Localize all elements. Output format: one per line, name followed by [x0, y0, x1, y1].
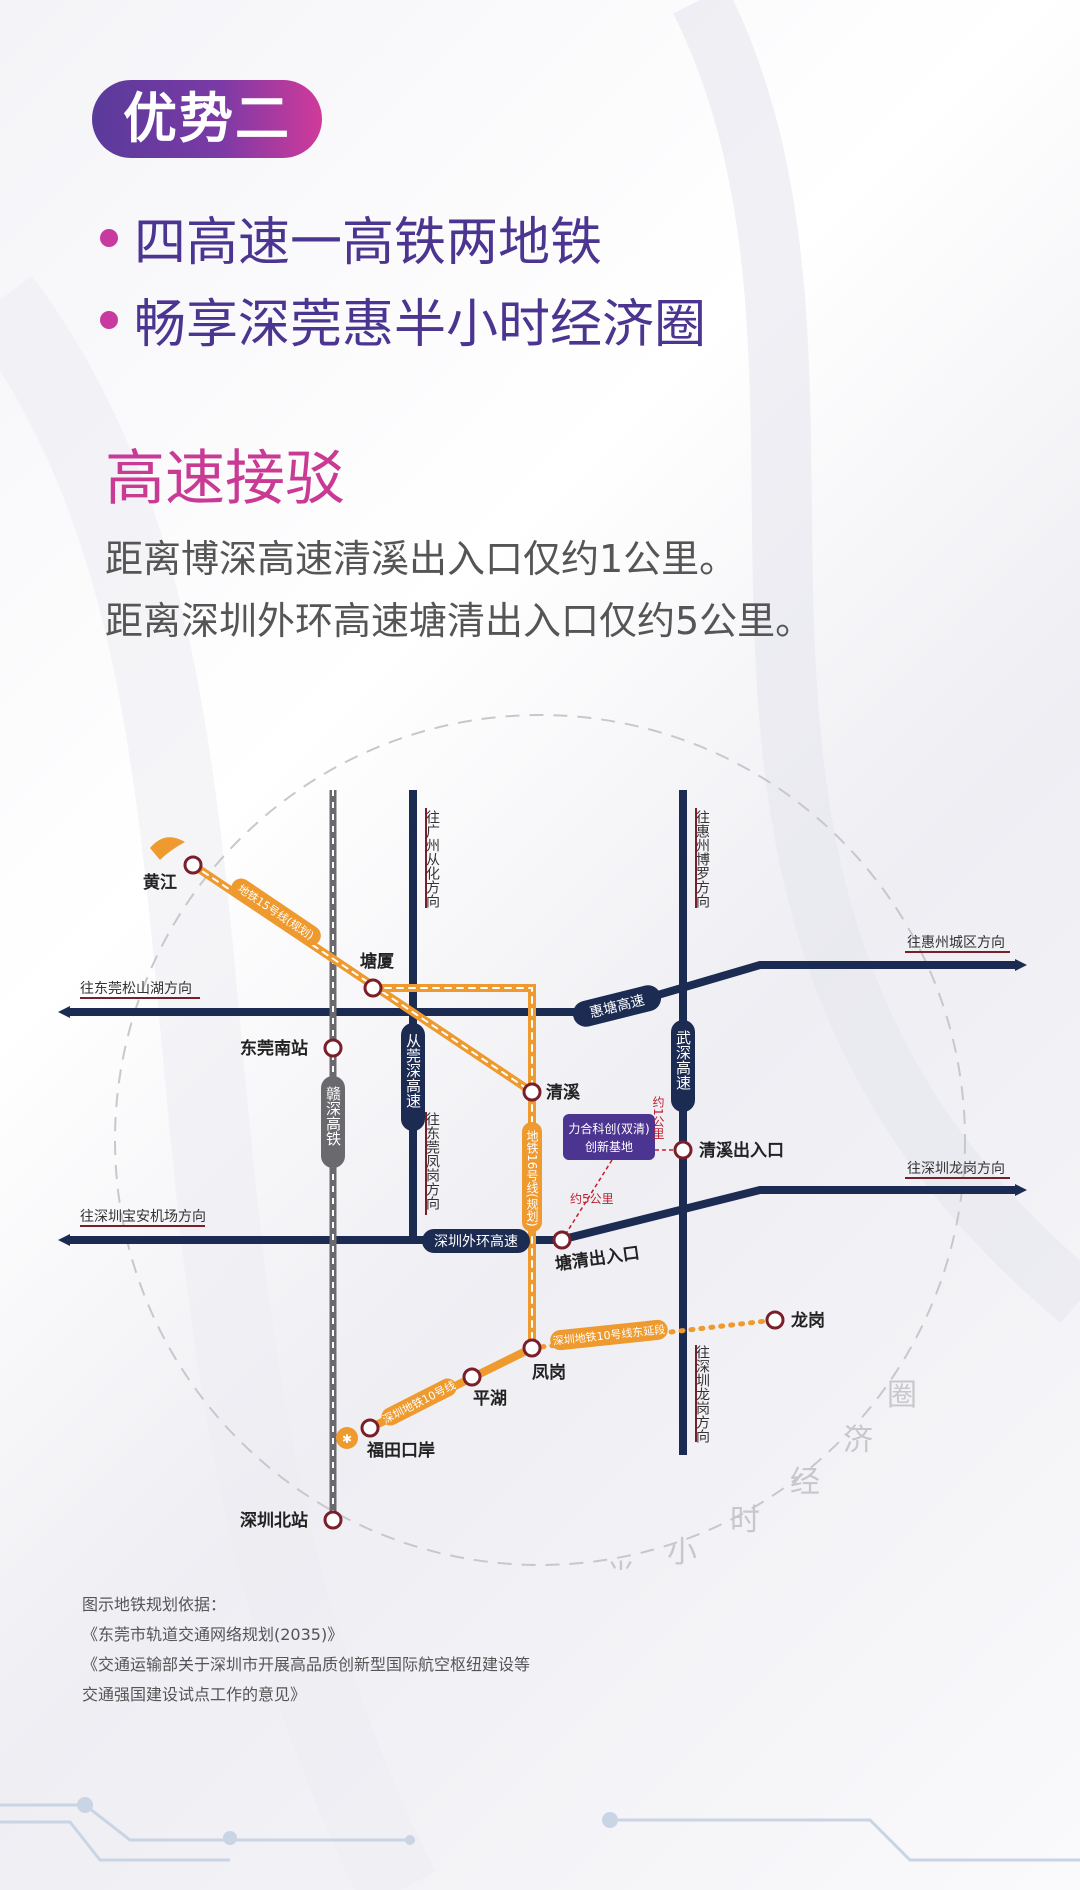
circle-text-char: 圈	[887, 1378, 917, 1413]
description-line: 距离博深高速清溪出入口仅约1公里。	[105, 537, 738, 581]
svg-text:深圳地铁10号线: 深圳地铁10号线	[380, 1378, 458, 1427]
direction-label: 往东莞松山湖方向	[80, 981, 192, 997]
station-marker	[552, 1230, 572, 1250]
station-label: 清溪出入口	[699, 1140, 784, 1161]
huitang-expressway	[70, 961, 1015, 1016]
station-marker	[323, 1038, 343, 1058]
station-label: 福田口岸	[366, 1440, 435, 1461]
road-label-guanshen: 从莞深高速	[401, 1023, 425, 1131]
circuit-decoration	[0, 1803, 1080, 1862]
direction-label: 往东莞凤岗方向	[424, 1112, 440, 1210]
station-marker	[323, 1510, 343, 1530]
advantage-badge: 优势二	[92, 80, 322, 158]
metro-logo-icon	[150, 837, 185, 860]
liheke-base-marker: 力合科创(双清) 创新基地	[563, 1114, 655, 1160]
svg-text:赣深高铁: 赣深高铁	[324, 1086, 342, 1146]
direction-label: 往广州从化方向	[424, 810, 440, 908]
road-label-metro16: 地铁16号线(规划)	[522, 1122, 542, 1232]
station-marker	[360, 1418, 380, 1438]
shenzhen-metro-icon: ✱	[336, 1427, 358, 1449]
svg-text:武深高速: 武深高速	[674, 1030, 692, 1091]
station-label: 清溪	[546, 1082, 581, 1103]
station-marker	[462, 1367, 482, 1387]
half-hour-circle	[114, 714, 966, 1566]
section-title: 高速接驳	[105, 444, 345, 514]
station-label: 平湖	[473, 1389, 507, 1409]
circle-text-char: 时	[730, 1503, 760, 1538]
svg-text:从莞深高速: 从莞深高速	[404, 1033, 422, 1109]
station-label: 凤岗	[532, 1362, 566, 1383]
station-label: 深圳北站	[240, 1510, 308, 1531]
station-marker	[183, 855, 203, 875]
direction-label: 往深圳龙岗方向	[907, 1161, 1005, 1177]
road-label-metro15: 地铁15号线(规划)	[231, 878, 321, 946]
bullet-point: 四高速一高铁两地铁	[100, 200, 602, 275]
bullet-dot	[100, 228, 118, 247]
station-marker	[765, 1310, 785, 1330]
transport-map: 往东莞松山湖方向 往深圳宝安机场方向 往惠州城区方向 往深圳龙岗方向 往广州从化…	[58, 714, 1027, 1570]
circle-text-char: 经	[790, 1465, 820, 1500]
bullet-text: 四高速一高铁两地铁	[134, 213, 603, 273]
direction-label: 往深圳宝安机场方向	[80, 1209, 206, 1225]
direction-label: 往惠州博罗方向	[694, 810, 710, 908]
circle-text-char: 小	[667, 1535, 697, 1570]
note-line: 图示地铁规划依据：	[82, 1595, 227, 1614]
direction-label: 往惠州城区方向	[907, 935, 1005, 951]
bullet-point: 畅享深莞惠半小时经济圈	[100, 282, 706, 357]
station-marker	[522, 1338, 542, 1358]
bullet-dot	[100, 310, 118, 329]
road-label-ganshen: 赣深高铁	[321, 1076, 345, 1168]
road-label-waihuan: 深圳外环高速	[422, 1229, 530, 1253]
circle-text-char: 济	[843, 1423, 873, 1458]
road-label-metro10: 深圳地铁10号线	[380, 1378, 458, 1427]
note-line: 《东莞市轨道交通网络规划(2035)》	[82, 1625, 344, 1644]
note-line: 《交通运输部关于深圳市开展高品质创新型国际航空枢纽建设等	[82, 1655, 531, 1674]
circle-text-char: 半	[606, 1559, 636, 1570]
waihuan-expressway	[70, 1186, 1015, 1244]
svg-text:深圳外环高速: 深圳外环高速	[434, 1233, 518, 1250]
road-label-huitang: 惠塘高速	[572, 985, 662, 1027]
station-label: 塘厦	[360, 951, 395, 972]
station-label: 东莞南站	[240, 1038, 308, 1059]
direction-label: 往深圳龙岗方向	[694, 1345, 710, 1443]
svg-text:✱: ✱	[342, 1432, 352, 1446]
note-line: 交通强国建设试点工作的意见》	[82, 1685, 307, 1704]
description-line: 距离深圳外环高速塘清出入口仅约5公里。	[105, 599, 814, 643]
station-label: 龙岗	[790, 1310, 825, 1331]
distance-label: 约5公里	[570, 1191, 614, 1206]
station-marker	[673, 1140, 693, 1160]
station-marker	[522, 1082, 542, 1102]
metro-planning-notes: 图示地铁规划依据： 《东莞市轨道交通网络规划(2035)》 《交通运输部关于深圳…	[82, 1590, 530, 1710]
svg-text:创新基地: 创新基地	[585, 1139, 633, 1154]
bullet-text: 畅享深莞惠半小时经济圈	[134, 295, 707, 355]
distance-label: 约1公里	[651, 1095, 665, 1140]
road-label-metro10ext: 深圳地铁10号线东延段	[550, 1319, 668, 1351]
station-marker	[363, 978, 383, 998]
svg-text:地铁16号线(规划): 地铁16号线(规划)	[525, 1130, 539, 1227]
svg-text:地铁15号线(规划): 地铁15号线(规划)	[235, 881, 316, 942]
road-label-wushen: 武深高速	[671, 1020, 695, 1112]
svg-text:力合科创(双清): 力合科创(双清)	[568, 1121, 649, 1136]
station-label: 黄江	[143, 872, 177, 893]
